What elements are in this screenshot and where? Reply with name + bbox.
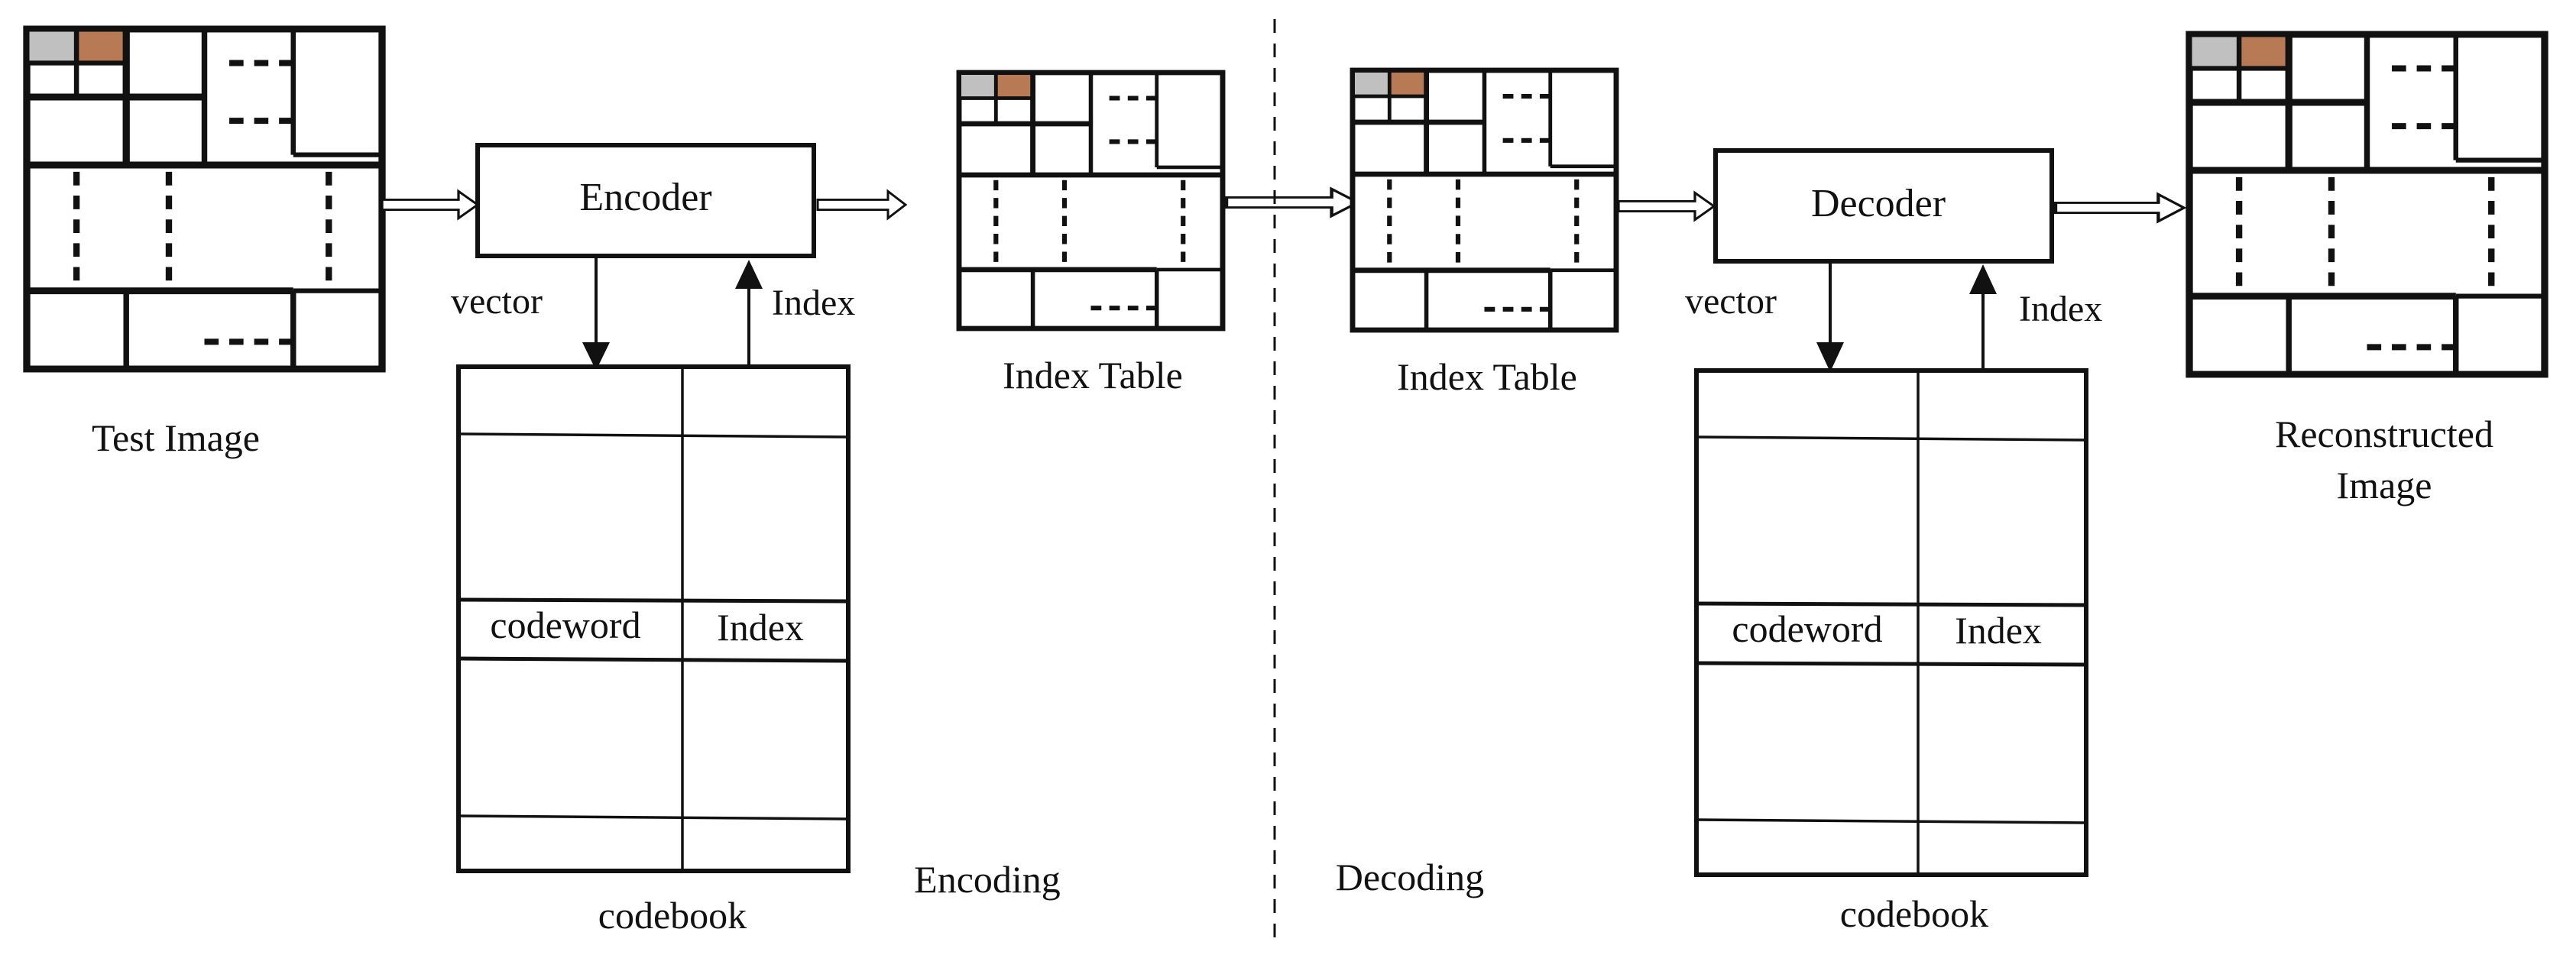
index-table-right-label: Index Table [1397, 355, 1577, 398]
encoding-codebook [456, 364, 851, 873]
encoder-index-label: Index [772, 283, 855, 323]
decoder-index-arrow [1969, 264, 1997, 368]
decoding-label: Decoding [1336, 856, 1484, 898]
encoder-vector-label: vector [451, 281, 543, 322]
index-table-left-label: Index Table [1003, 354, 1183, 396]
test-image-label: Test Image [92, 416, 260, 459]
reconstructed-image-label-line2: Image [2337, 464, 2432, 507]
index-table-left-grid [959, 73, 1223, 329]
decoding-codeword-label: codeword [1732, 607, 1882, 650]
decoder-index-label: Index [2019, 289, 2102, 329]
test-image-grid [27, 29, 382, 369]
encoder-vector-arrow [582, 256, 610, 371]
encoder-label: Encoder [579, 176, 711, 219]
encoding-codeword-label: codeword [490, 604, 640, 646]
arrow-decoder-to-reconstructed [2056, 194, 2184, 221]
encoder-index-arrow [735, 260, 763, 365]
encoding-label: Encoding [914, 858, 1061, 901]
decoder-label: Decoder [1811, 182, 1946, 225]
decoding-codebook-index-label: Index [1955, 609, 2042, 652]
reconstructed-image-grid [2189, 34, 2545, 374]
decoder-box [1713, 148, 2054, 264]
decoding-codebook-label: codebook [1840, 892, 1988, 935]
decoder-vector-label: vector [1685, 281, 1777, 322]
decoder-vector-arrow [1816, 261, 1844, 372]
encoding-codebook-label: codebook [598, 894, 747, 937]
index-table-right-grid [1353, 70, 1616, 330]
arrow-test-to-encoder [381, 189, 479, 220]
arrow-index-table-to-decoder [1617, 191, 1716, 222]
reconstructed-image-label-line1: Reconstructed [2275, 413, 2493, 455]
encoder-box [475, 143, 816, 258]
decoding-codebook [1694, 368, 2088, 877]
arrow-encoder-to-index-table [816, 189, 907, 220]
encoding-codebook-index-label: Index [717, 606, 804, 649]
arrow-between-index-tables [1226, 189, 1358, 215]
